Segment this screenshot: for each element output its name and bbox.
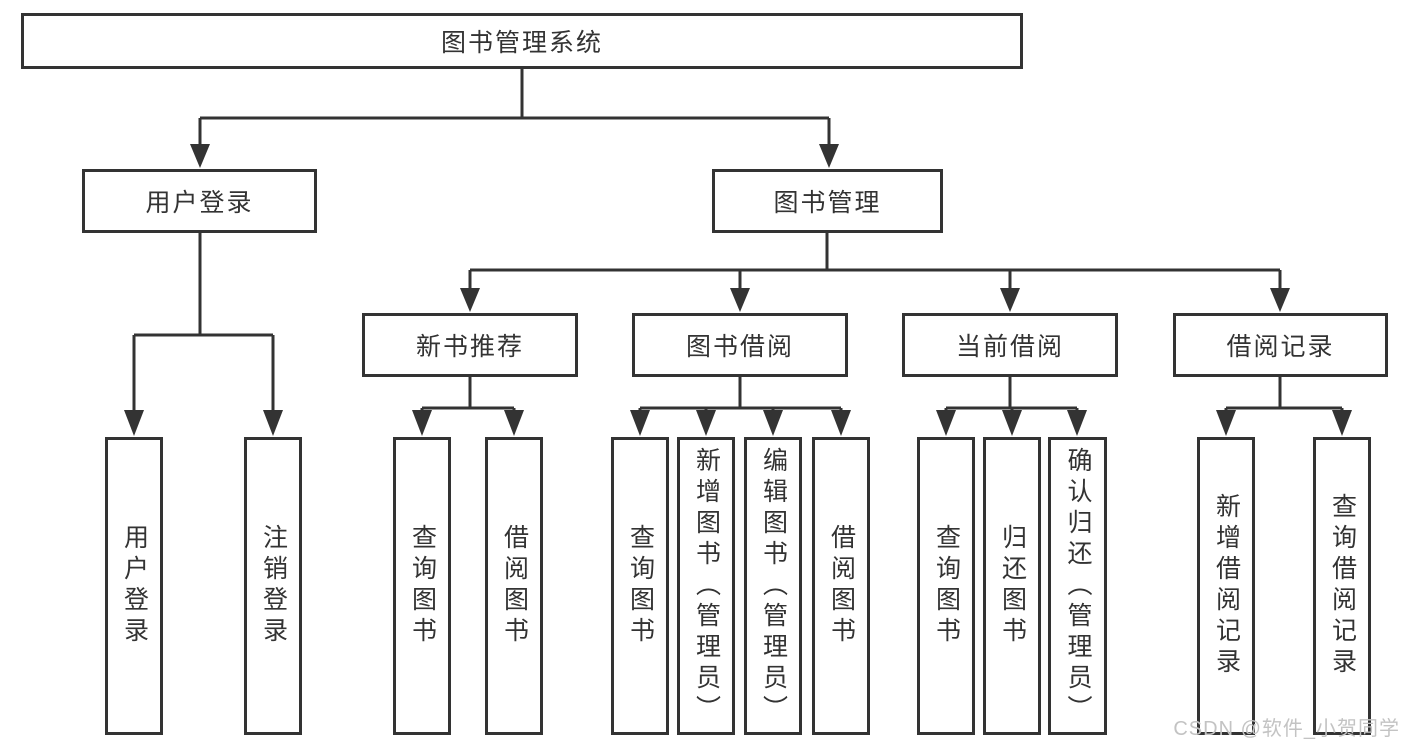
leaf-edit-book-admin: 编辑图书（管理员） — [744, 437, 802, 735]
node-label: 查询借阅记录 — [1328, 493, 1357, 679]
node-label: 查询图书 — [408, 524, 437, 648]
watermark: CSDN @软件_小贺同学 — [1173, 718, 1400, 740]
leaf-query-borrow-record: 查询借阅记录 — [1313, 437, 1371, 735]
node-label: 新书推荐 — [415, 333, 524, 361]
leaf-add-borrow-record: 新增借阅记录 — [1197, 437, 1255, 735]
leaf-add-book-admin: 新增图书（管理员） — [677, 437, 735, 735]
node-label: 用户登录 — [145, 189, 254, 217]
node-book-borrow: 图书借阅 — [632, 313, 848, 377]
node-label: 查询图书 — [626, 524, 655, 648]
node-root: 图书管理系统 — [21, 13, 1023, 69]
node-new-book-recommend: 新书推荐 — [362, 313, 578, 377]
arrowheads — [124, 144, 1352, 436]
node-label: 借阅图书 — [500, 524, 529, 648]
node-label: 图书管理 — [773, 189, 882, 217]
leaf-query-books-3: 查询图书 — [917, 437, 975, 735]
node-label: 注销登录 — [259, 524, 288, 648]
node-label: 确认归还（管理员） — [1064, 446, 1092, 726]
node-label: 新增借阅记录 — [1212, 493, 1241, 679]
node-borrow-records: 借阅记录 — [1173, 313, 1388, 377]
node-user-login: 用户登录 — [82, 169, 317, 233]
node-label: 当前借阅 — [955, 333, 1064, 361]
node-label: 借阅图书 — [827, 524, 856, 648]
node-label: 用户登录 — [120, 524, 149, 648]
node-label: 图书借阅 — [685, 333, 794, 361]
node-current-borrow: 当前借阅 — [902, 313, 1118, 377]
node-label: 编辑图书（管理员） — [759, 446, 788, 726]
leaf-query-books-2: 查询图书 — [611, 437, 669, 735]
leaf-user-login: 用户登录 — [105, 437, 163, 735]
node-label: 图书管理系统 — [440, 29, 603, 57]
leaf-return-book: 归还图书 — [983, 437, 1041, 735]
node-label: 查询图书 — [932, 524, 961, 648]
leaf-borrow-books-1: 借阅图书 — [485, 437, 543, 735]
leaf-confirm-return-admin: 确认归还（管理员） — [1048, 437, 1107, 735]
leaf-logout: 注销登录 — [244, 437, 302, 735]
node-label: 借阅记录 — [1226, 333, 1335, 361]
node-book-management: 图书管理 — [712, 169, 943, 233]
leaf-query-books-1: 查询图书 — [393, 437, 451, 735]
leaf-borrow-books-2: 借阅图书 — [812, 437, 870, 735]
node-label: 新增图书（管理员） — [692, 446, 721, 726]
node-label: 归还图书 — [998, 524, 1027, 648]
